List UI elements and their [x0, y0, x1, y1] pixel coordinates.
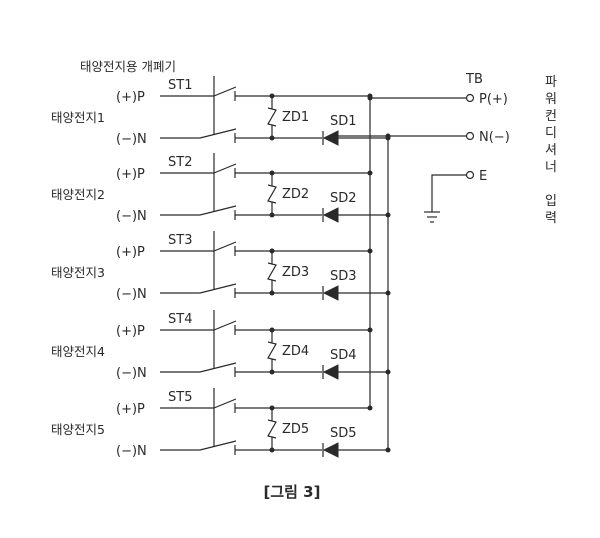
- side-label-char: 파: [545, 75, 557, 90]
- negative-pin-label: (−)N: [116, 287, 147, 302]
- terminal-1: [465, 93, 475, 103]
- positive-pin-label: (+)P: [116, 167, 145, 182]
- zener-diode: [267, 96, 277, 138]
- switch-blade-negative: [199, 440, 237, 451]
- switch-blade-positive: [213, 398, 237, 409]
- negative-pin-label: (−)N: [116, 366, 147, 381]
- blocking-diode: [322, 285, 339, 301]
- side-label-char: 컨: [545, 109, 557, 124]
- diode-label: SD3: [330, 269, 357, 284]
- zener-label: ZD1: [282, 110, 309, 125]
- array-name: 태양전지3: [51, 265, 105, 280]
- negative-pin-label: (−)N: [116, 132, 147, 147]
- zener-label: ZD4: [282, 344, 309, 359]
- switch-blade-positive: [213, 86, 237, 97]
- zener-diode: [267, 408, 277, 450]
- switch-label: ST1: [168, 78, 192, 93]
- terminal-block-label: TB: [465, 72, 483, 87]
- ground-wire: [431, 174, 466, 212]
- terminal-label: E: [479, 169, 487, 184]
- switch-blade-negative: [199, 362, 237, 373]
- terminal-2: [465, 131, 475, 141]
- diode-label: SD4: [330, 348, 357, 363]
- terminal-label: P(+): [479, 92, 508, 107]
- switch-label: ST2: [168, 155, 192, 170]
- side-label-char: 워: [545, 92, 557, 107]
- terminal-3: [465, 170, 475, 180]
- zener-diode: [267, 251, 277, 293]
- output-buses: [338, 95, 466, 450]
- negative-pin-label: (−)N: [116, 444, 147, 459]
- switch-blade-negative: [199, 205, 237, 216]
- zener-label: ZD2: [282, 187, 309, 202]
- terminal-block: P(+) N(−) E: [424, 92, 510, 223]
- zener-label: ZD3: [282, 265, 309, 280]
- blocking-diode: [322, 130, 339, 146]
- switch-label: ST4: [168, 312, 192, 327]
- side-label-char: 디: [545, 126, 557, 141]
- switch-label: ST5: [168, 390, 192, 405]
- diode-label: SD5: [330, 426, 357, 441]
- blocking-diode: [322, 364, 339, 380]
- side-label-char: 셔: [545, 143, 557, 158]
- array-name: 태양전지1: [51, 110, 105, 125]
- positive-pin-label: (+)P: [116, 90, 145, 105]
- switch-group-label: 태양전지용 개폐기: [80, 59, 176, 74]
- terminal-label: N(−): [479, 130, 510, 145]
- zener-label: ZD5: [282, 422, 309, 437]
- zener-diode: [267, 173, 277, 215]
- switch-blade-positive: [213, 163, 237, 174]
- array-name: 태양전지5: [51, 422, 105, 437]
- switch-blade-positive: [213, 320, 237, 331]
- blocking-diode: [322, 207, 339, 223]
- array-name: 태양전지4: [51, 344, 105, 359]
- blocking-diode: [322, 442, 339, 458]
- zener-diode: [267, 330, 277, 372]
- array-name: 태양전지2: [51, 187, 105, 202]
- diode-label: SD1: [330, 114, 357, 129]
- switch-blade-positive: [213, 241, 237, 252]
- diode-label: SD2: [330, 191, 357, 206]
- switch-blade-negative: [199, 283, 237, 294]
- negative-pin-label: (−)N: [116, 209, 147, 224]
- side-label-char: 력: [545, 211, 557, 226]
- positive-pin-label: (+)P: [116, 402, 145, 417]
- figure-caption: [그림 3]: [264, 483, 321, 501]
- positive-pin-label: (+)P: [116, 324, 145, 339]
- switch-blade-negative: [199, 128, 237, 139]
- bus-junction-dot: [367, 95, 373, 101]
- side-label-char: 너: [545, 160, 557, 175]
- switch-label: ST3: [168, 233, 192, 248]
- bus-junction-dot: [385, 133, 391, 139]
- side-label-char: 입: [545, 194, 557, 209]
- positive-pin-label: (+)P: [116, 245, 145, 260]
